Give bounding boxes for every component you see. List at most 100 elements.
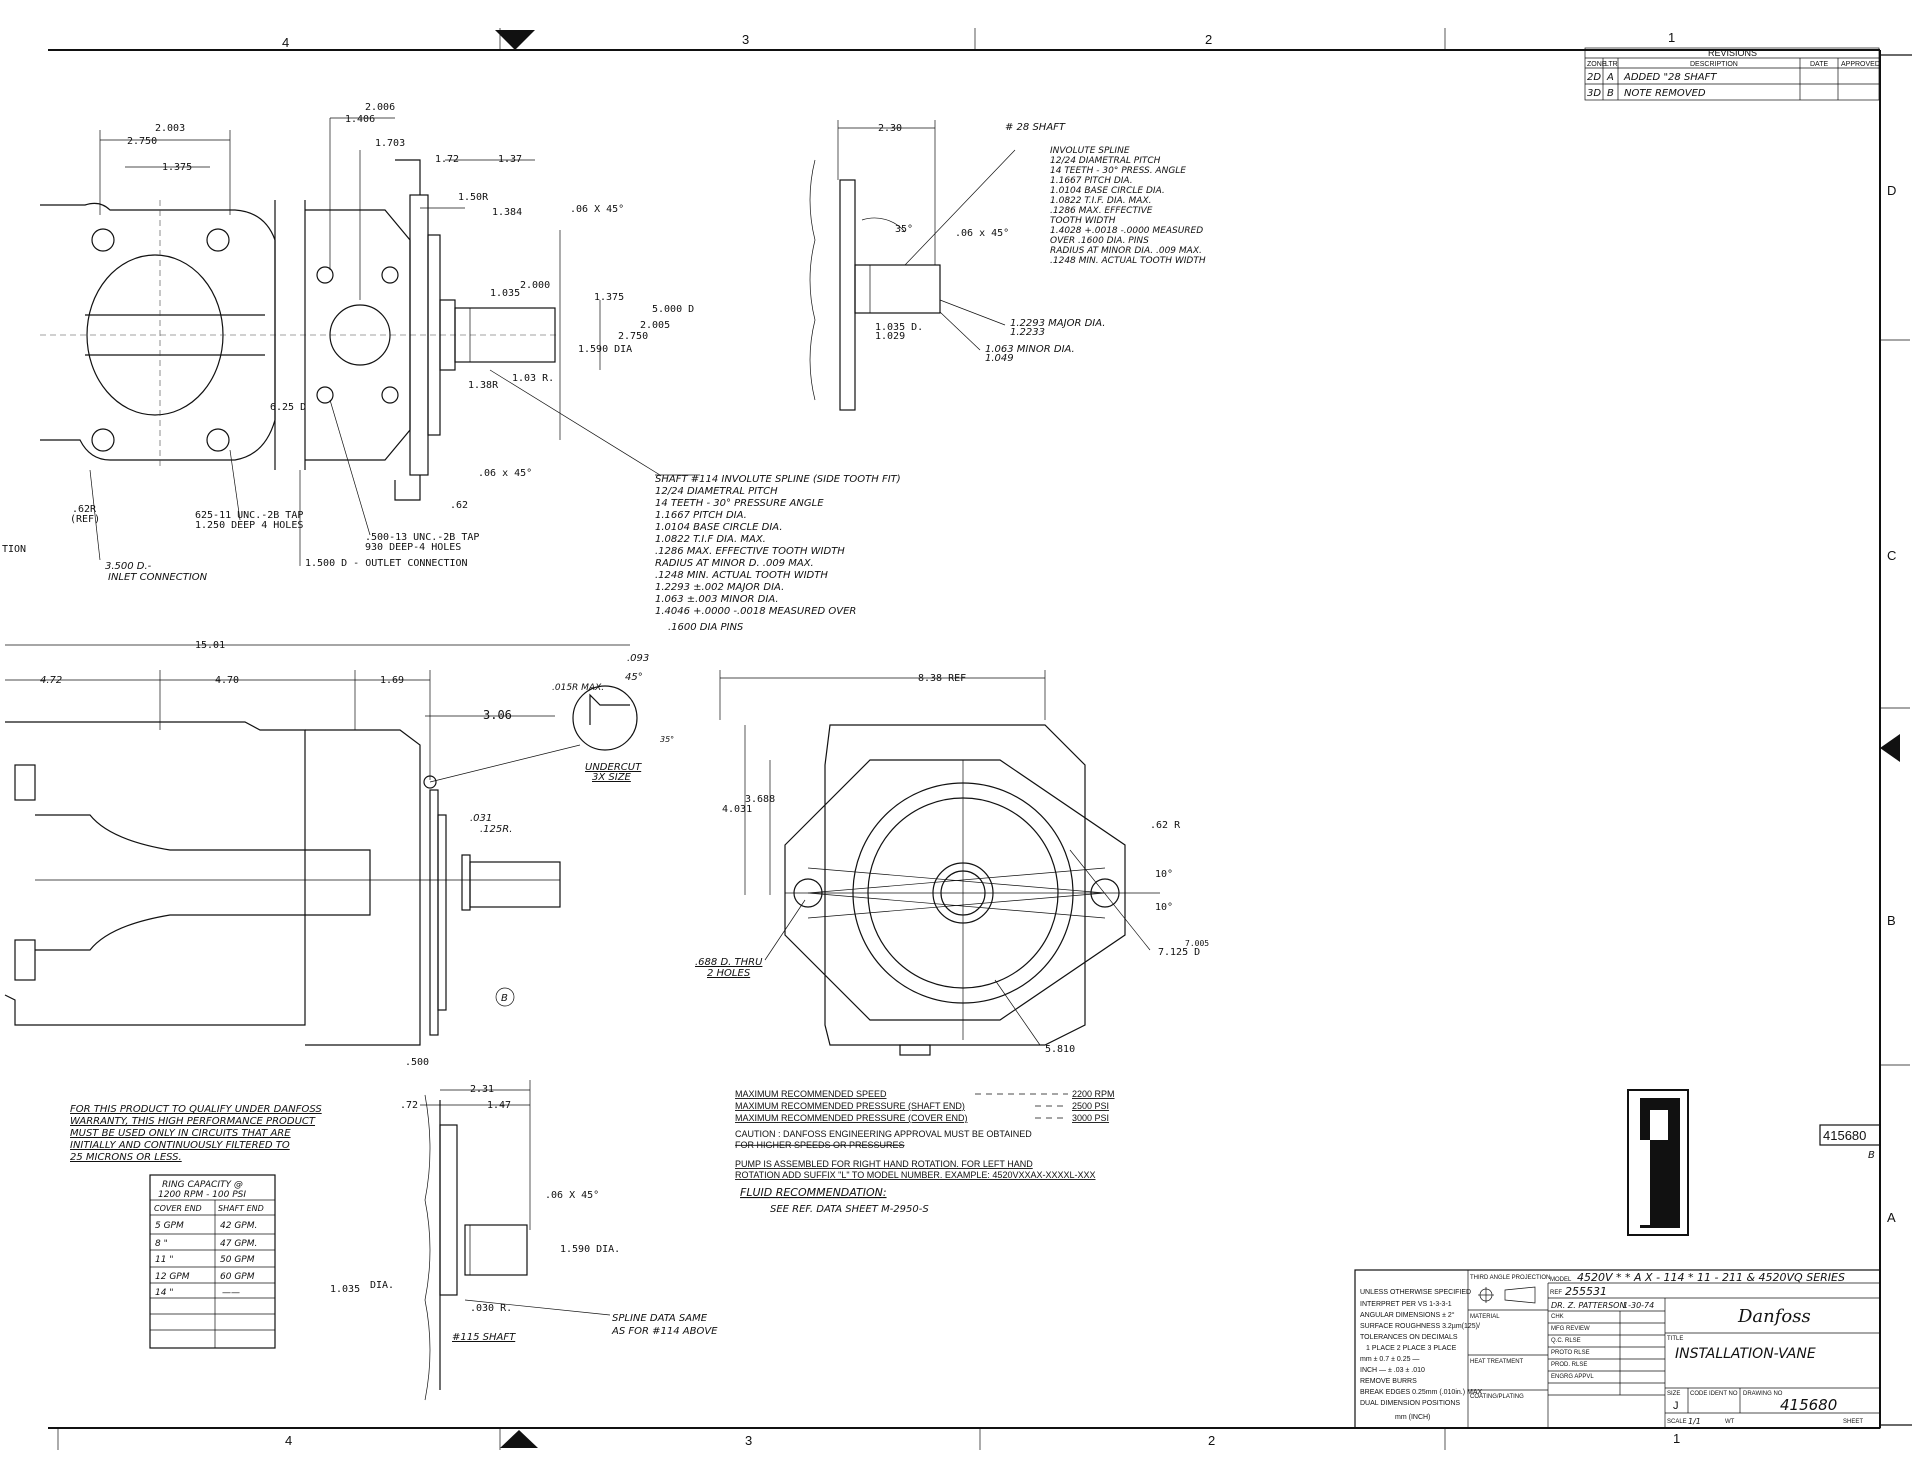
- s114-line-11: 1.063 ±.003 MINOR DIA.: [655, 594, 779, 605]
- note-inlet: INLET CONNECTION: [108, 572, 208, 583]
- ring-title-2: 1200 RPM - 100 PSI: [158, 1190, 246, 1200]
- s114-line-8: RADIUS AT MINOR D. .009 MAX.: [655, 558, 814, 569]
- rev-row-1-desc: ADDED "28 SHAFT: [1623, 72, 1717, 83]
- op-fluid-ref: SEE REF. DATA SHEET M-2950-S: [770, 1204, 929, 1215]
- dim-103r: 1.03 R.: [512, 373, 554, 384]
- s115-dim-1035: 1.035: [330, 1284, 360, 1295]
- s114-line-1: SHAFT #114 INVOLUTE SPLINE (SIDE TOOTH F…: [655, 474, 901, 485]
- zone-bottom-1: 1: [1673, 1431, 1680, 1446]
- s28-note-8: TOOTH WIDTH: [1050, 216, 1116, 226]
- tb-drawn-by: DR. Z. PATTERSON: [1551, 1301, 1625, 1310]
- s115-note-1: SPLINE DATA SAME: [612, 1313, 708, 1324]
- s28-minor-2: 1.049: [985, 353, 1014, 364]
- note-tap-500: .500-13 UNC.-2B TAP: [365, 532, 479, 543]
- s114-line-3: 14 TEETH - 30° PRESSURE ANGLE: [655, 498, 824, 509]
- side-dim-1501: 15.01: [195, 640, 225, 651]
- s28-note-5: 1.0104 BASE CIRCLE DIA.: [1050, 186, 1165, 196]
- tb-drawing-no: 415680: [1780, 1396, 1837, 1414]
- ring-row-4-cover: 12 GPM: [155, 1272, 190, 1282]
- s115-dim-231: 2.31: [470, 1084, 494, 1095]
- dim-2003: 2.003: [155, 123, 185, 134]
- end-note-holes-2: 2 HOLES: [707, 968, 751, 979]
- tb-scale: 1/1: [1688, 1417, 1701, 1426]
- center-mark-top: [495, 30, 535, 50]
- zone-side-c: C: [1887, 548, 1896, 563]
- ring-row-3-cover: 11 ": [155, 1255, 173, 1265]
- s28-note-6: 1.0822 T.I.F. DIA. MAX.: [1050, 196, 1151, 206]
- op-fluid-title: FLUID RECOMMENDATION:: [740, 1186, 887, 1199]
- op-cover-pressure-label: MAXIMUM RECOMMENDED PRESSURE (COVER END): [735, 1113, 968, 1123]
- op-cover-pressure-value: 3000 PSI: [1072, 1113, 1109, 1123]
- s115-dim-147: 1.47: [487, 1100, 511, 1111]
- stamp-ltr: B: [1868, 1150, 1875, 1161]
- end-note-holes: .688 D. THRU: [695, 957, 763, 968]
- dim-1590-dia: 1.590 DIA: [578, 344, 632, 355]
- s115-dim-030r: .030 R.: [470, 1303, 512, 1314]
- undercut-093: .093: [627, 653, 649, 664]
- tb-left-1: UNLESS OTHERWISE SPECIFIED: [1360, 1289, 1471, 1296]
- dim-5000d: 5.000 D: [652, 304, 694, 315]
- undercut-031: 35°: [660, 735, 674, 744]
- tb-proto-rlse: PROTO RLSE: [1551, 1350, 1590, 1356]
- s115-dim-dia: DIA.: [370, 1280, 394, 1291]
- s115-dim-072: .72: [400, 1100, 418, 1111]
- s28-major-2: 1.2233: [1010, 327, 1045, 338]
- dim-1035: 1.035: [490, 288, 520, 299]
- s28-dim-1035: 1.035 D.: [875, 322, 923, 333]
- dim-625d: 6.25 D: [270, 402, 306, 413]
- note-tap-500-depth: 930 DEEP-4 HOLES: [365, 542, 461, 553]
- end-dim-3688: 3.688: [745, 794, 775, 805]
- undercut-015r: .015R MAX.: [552, 683, 604, 693]
- undercut-scale: 3X SIZE: [592, 772, 632, 783]
- tb-size: J: [1673, 1400, 1679, 1412]
- s115-title: #115 SHAFT: [452, 1332, 516, 1343]
- tb-scale-label: SCALE: [1667, 1419, 1687, 1425]
- top-view: 2.003 2.750 1.375 1.406 2.006 1.703 1.72…: [2, 102, 694, 583]
- tb-left-12: mm (INCH): [1395, 1414, 1430, 1421]
- tb-ref: 255531: [1565, 1285, 1607, 1298]
- dim-150r: 1.50R: [458, 192, 489, 203]
- tb-ref-label: REF: [1550, 1290, 1562, 1296]
- dim-1406: 1.406: [345, 114, 375, 125]
- zone-top-1: 1: [1668, 30, 1675, 45]
- ring-capacity-table: RING CAPACITY @ 1200 RPM - 100 PSI COVER…: [149, 1174, 276, 1349]
- s114-line-10: 1.2293 ±.002 MAJOR DIA.: [655, 582, 784, 593]
- tb-projection: THIRD ANGLE PROJECTION: [1470, 1275, 1550, 1281]
- rev-header-ltr: LTR: [1605, 61, 1618, 68]
- side-circle-label: B: [501, 993, 508, 1004]
- note-cutoff: TION: [2, 544, 26, 555]
- side-dim-472: 4.72: [40, 675, 62, 686]
- s28-note-1: INVOLUTE SPLINE: [1050, 146, 1130, 156]
- warranty-line-4: INITIALLY AND CONTINUOUSLY FILTERED TO: [70, 1140, 290, 1151]
- warranty-line-3: MUST BE USED ONLY IN CIRCUITS THAT ARE: [70, 1128, 291, 1139]
- warranty-line-5: 25 MICRONS OR LESS.: [70, 1152, 182, 1163]
- rev-row-2-zone: 3D: [1587, 88, 1601, 99]
- note-tap-625: 625-11 UNC.-2B TAP: [195, 510, 303, 521]
- s114-line-9: .1248 MIN. ACTUAL TOOTH WIDTH: [655, 570, 828, 581]
- dim-ref: (REF): [70, 514, 100, 525]
- s28-title: # 28 SHAFT: [1005, 122, 1066, 133]
- tb-wt-label: WT: [1725, 1419, 1735, 1425]
- s28-dim-230: 2.30: [878, 123, 902, 134]
- ring-header-shaft: SHAFT END: [218, 1204, 264, 1213]
- dim-1703: 1.703: [375, 138, 405, 149]
- s114-line-4: 1.1667 PITCH DIA.: [655, 510, 747, 521]
- s28-dim-1029: 1.029: [875, 331, 905, 342]
- dim-062r: .62R: [72, 504, 97, 515]
- center-mark-right: [1880, 734, 1900, 762]
- zone-top-3: 3: [742, 32, 749, 47]
- undercut-title: UNDERCUT: [585, 762, 642, 773]
- tb-left-8: INCH — ± .03 ± .010: [1360, 1367, 1425, 1374]
- dim-1375b: 1.375: [594, 292, 624, 303]
- rev-header-date: DATE: [1810, 61, 1828, 68]
- op-speed-label: MAXIMUM RECOMMENDED SPEED: [735, 1089, 887, 1099]
- s114-line-6: 1.0822 T.I.F DIA. MAX.: [655, 534, 766, 545]
- tb-model: 4520V * * A X - 114 * 11 - 211 & 4520VQ …: [1577, 1271, 1845, 1284]
- note-inlet-dia: 3.500 D.-: [105, 561, 152, 572]
- zone-bottom-3: 3: [745, 1433, 752, 1448]
- s28-note-2: 12/24 DIAMETRAL PITCH: [1050, 156, 1161, 166]
- side-dim-125r: .031: [470, 813, 492, 824]
- tb-left-11: DUAL DIMENSION POSITIONS: [1360, 1400, 1460, 1407]
- s28-note-9: 1.4028 +.0018 -.0000 MEASURED: [1050, 226, 1203, 236]
- tb-engrg-appvl: ENGRG APPVL: [1551, 1374, 1594, 1380]
